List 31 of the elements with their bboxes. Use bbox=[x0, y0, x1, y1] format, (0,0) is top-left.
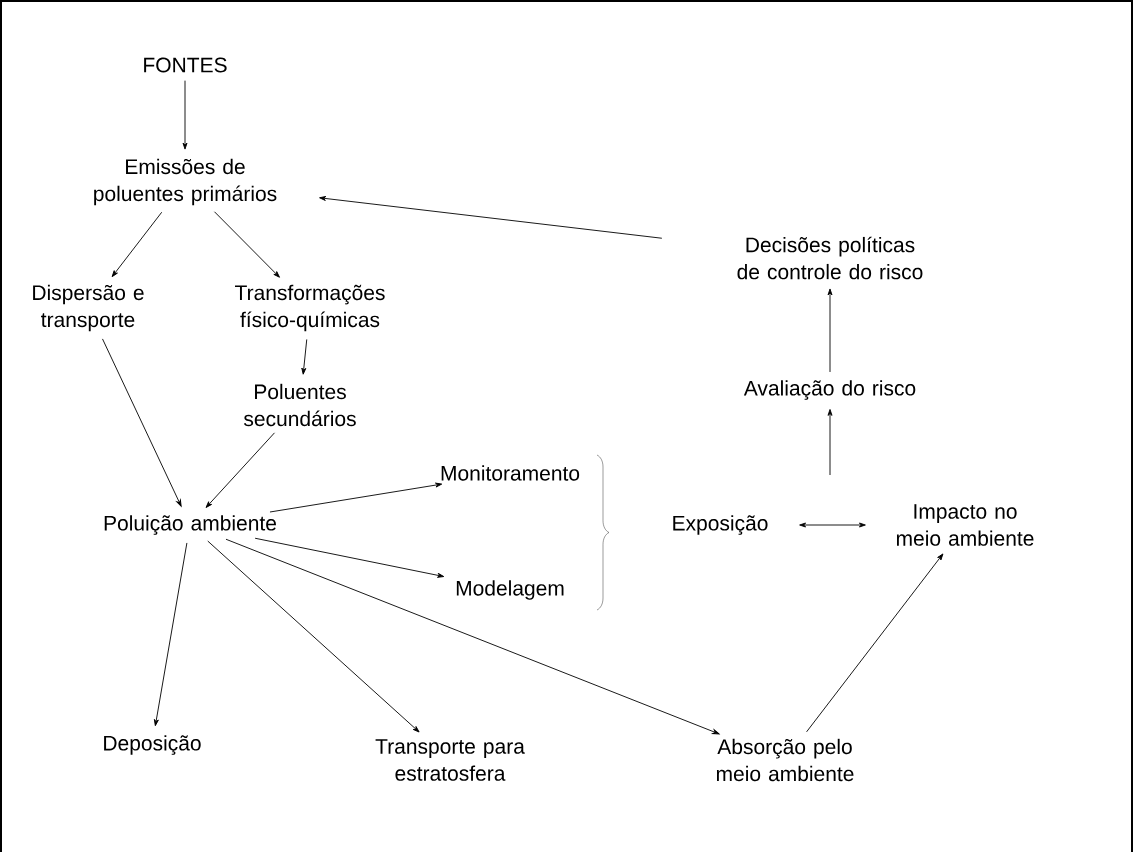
text-label: Decisões políticas de controle do risco bbox=[737, 236, 923, 280]
text-label: Exposição bbox=[673, 515, 768, 535]
arrow bbox=[806, 553, 944, 733]
text-label: Impacto no meio ambiente bbox=[896, 504, 1034, 546]
arrow bbox=[111, 211, 163, 278]
text-label: Dispersão e transporte bbox=[33, 284, 144, 332]
text-label: Transformações físico-químicas bbox=[235, 284, 385, 332]
text-label: Transporte para estratosfera bbox=[375, 739, 525, 781]
arrow bbox=[102, 338, 182, 507]
arrow bbox=[269, 482, 443, 513]
text-label: Avaliação do risco bbox=[743, 380, 916, 400]
arrow bbox=[214, 211, 280, 278]
arrow bbox=[225, 538, 720, 735]
text-label: Modelagem bbox=[456, 580, 564, 600]
arrow bbox=[301, 339, 308, 375]
text-label: FONTES bbox=[144, 57, 227, 73]
arrow bbox=[205, 432, 275, 508]
text-label: Poluição ambiente bbox=[104, 515, 276, 535]
text-label: Monitoramento bbox=[441, 465, 580, 481]
arrow bbox=[182, 80, 188, 150]
arrow bbox=[254, 537, 445, 578]
arrow bbox=[319, 196, 663, 239]
arrow bbox=[207, 540, 420, 733]
arrow bbox=[827, 409, 833, 476]
arrow bbox=[799, 522, 866, 528]
text-label: Absorção pelo meio ambiente bbox=[716, 738, 854, 782]
arrow bbox=[827, 288, 833, 373]
arrow bbox=[153, 542, 188, 727]
text-label: Deposição bbox=[104, 735, 201, 755]
text-label: Emissões de poluentes primários bbox=[94, 158, 277, 206]
text-label: Poluentes secundários bbox=[243, 383, 356, 427]
